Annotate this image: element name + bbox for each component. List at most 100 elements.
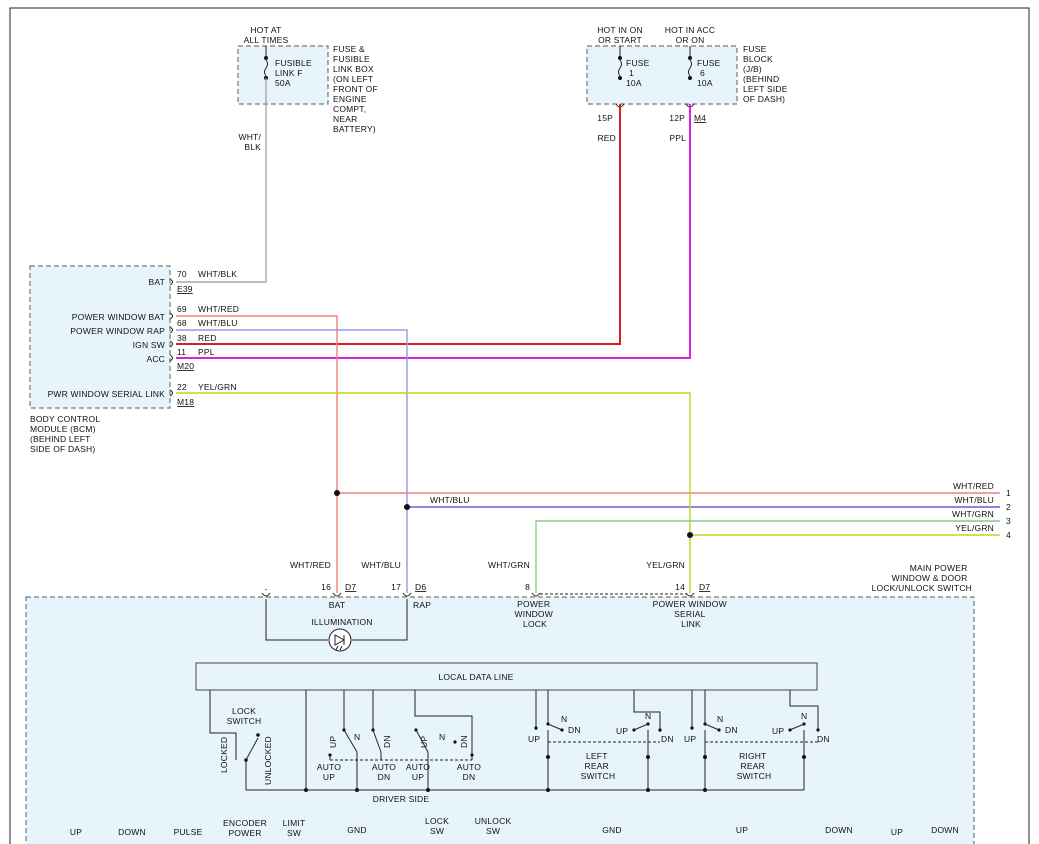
- switch-label-bat: BAT: [329, 600, 346, 610]
- rr-up-b: UP: [772, 726, 784, 736]
- fuse-6-symbol: [688, 59, 692, 77]
- bottom-label-down-3: DOWN: [931, 825, 959, 835]
- wht-blk-vertical-label: WHT/BLK: [238, 132, 261, 152]
- bcm-row-serial-link: PWR WINDOW SERIAL LINK: [48, 389, 166, 399]
- illumination-circuit: [265, 599, 408, 641]
- bcm-pin-38: 38: [177, 333, 187, 343]
- red-wire: [176, 104, 621, 345]
- bcm-row-pw-rap: POWER WINDOW RAP: [70, 326, 165, 336]
- bottom-label-pulse: PULSE: [174, 827, 203, 837]
- bcm-pin-69: 69: [177, 304, 187, 314]
- switch-pin-14: 14: [675, 582, 685, 592]
- unlocked-label: UNLOCKED: [263, 736, 273, 785]
- illumination-led-icon: [328, 628, 352, 652]
- bcm-row-acc: ACC: [146, 354, 165, 364]
- fuse-block: [586, 45, 738, 105]
- wht-blu-wire: [176, 329, 408, 593]
- bcm-wire-red: RED: [198, 333, 217, 343]
- driver-n-a: N: [354, 732, 360, 742]
- bcm-wire-whtblu: WHT/BLU: [198, 318, 238, 328]
- wht-red-wire: [176, 315, 338, 593]
- bus-num-4: 4: [1006, 530, 1011, 540]
- driver-dn-b: DN: [459, 735, 469, 748]
- switch-label-rap: RAP: [413, 600, 431, 610]
- driver-up-a: UP: [328, 736, 338, 748]
- fuse-pin-15p: 15P: [597, 113, 613, 123]
- ppl-wire-label: PPL: [669, 133, 686, 143]
- bcm-connector-m20: M20: [177, 361, 194, 371]
- drop-label-whtgrn: WHT/GRN: [488, 560, 530, 570]
- bcm-wire-yelgrn: YEL/GRN: [198, 382, 237, 392]
- drop-label-yelgrn: YEL/GRN: [646, 560, 685, 570]
- bcm-row-bat: BAT: [148, 277, 165, 287]
- bus-num-3: 3: [1006, 516, 1011, 526]
- bottom-label-up-3: UP: [891, 827, 903, 837]
- fuse-pin-12p: 12P: [669, 113, 685, 123]
- lr-dn-a: DN: [568, 725, 581, 735]
- bcm-row-pw-bat: POWER WINDOW BAT: [72, 312, 165, 322]
- drop-label-whtblu: WHT/BLU: [361, 560, 401, 570]
- bottom-label-down-1: DOWN: [118, 827, 146, 837]
- driver-side-label: DRIVER SIDE: [373, 794, 430, 804]
- bottom-label-up-1: UP: [70, 827, 82, 837]
- right-rear-switch: [690, 690, 820, 790]
- fusible-link-box-caption: FUSE & FUSIBLE LINK BOX (ON LEFT FRONT O…: [333, 44, 380, 134]
- bus-label-whtgrn: WHT/GRN: [952, 509, 994, 519]
- fuse-1-symbol: [618, 59, 622, 77]
- bcm-pin-70: 70: [177, 269, 187, 279]
- page-frame: [9, 7, 1030, 844]
- rr-dn-a: DN: [725, 725, 738, 735]
- bcm-pin-22: 22: [177, 382, 187, 392]
- splice-dot: [334, 490, 340, 496]
- fuse-block-caption: FUSE BLOCK (J/B) (BEHIND LEFT SIDE OF DA…: [743, 44, 790, 104]
- bottom-label-up-2: UP: [736, 825, 748, 835]
- driver-side-switch: [305, 690, 474, 790]
- switch-pin-16: 16: [321, 582, 331, 592]
- bus-label-whtblu: WHT/BLU: [954, 495, 994, 505]
- lr-up-b: UP: [616, 726, 628, 736]
- switch-conn-d7b: D7: [699, 582, 710, 592]
- driver-up-b: UP: [419, 736, 429, 748]
- bcm-box: [29, 265, 171, 409]
- bcm-connector-e39: E39: [177, 284, 193, 294]
- right-rear-switch-label: RIGHT REAR SWITCH: [737, 751, 772, 781]
- splice-dot: [687, 532, 693, 538]
- switch-pin-8: 8: [525, 582, 530, 592]
- driver-dn-a: DN: [382, 735, 392, 748]
- bcm-wire-whtred: WHT/RED: [198, 304, 239, 314]
- splice-dot: [404, 504, 410, 510]
- bcm-wire-ppl: PPL: [198, 347, 215, 357]
- lr-dn-b: DN: [661, 734, 674, 744]
- switch-conn-d7a: D7: [345, 582, 356, 592]
- branch-label-whtblu: WHT/BLU: [430, 495, 470, 505]
- left-rear-switch: [534, 690, 662, 790]
- bottom-label-gnd-1: GND: [347, 825, 367, 835]
- bus-num-2: 2: [1006, 502, 1011, 512]
- bottom-label-gnd-2: GND: [602, 825, 622, 835]
- bottom-label-down-2: DOWN: [825, 825, 853, 835]
- yel-grn-wire: [176, 392, 691, 593]
- ground-bus-junctions: [304, 755, 806, 792]
- lr-up-a: UP: [528, 734, 540, 744]
- switch-label-pwr-window-lock: POWER WINDOW LOCK: [514, 599, 555, 629]
- bcm-connector-m18: M18: [177, 397, 194, 407]
- main-switch-box: [25, 596, 975, 844]
- wht-grn-wire: [535, 520, 1000, 593]
- bus-num-1: 1: [1006, 488, 1011, 498]
- lr-n-b: N: [645, 711, 651, 721]
